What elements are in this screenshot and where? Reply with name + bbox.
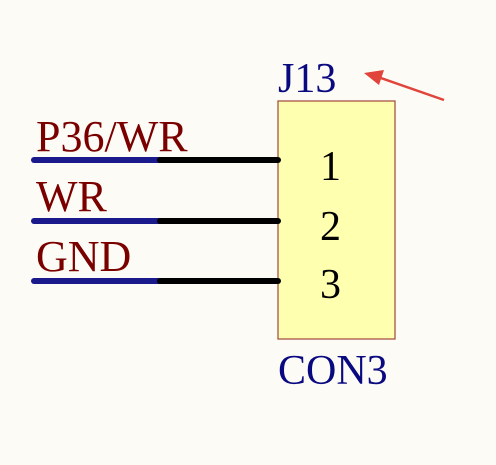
pin-number-2: 2 <box>320 204 341 250</box>
annotation-arrow <box>364 70 445 102</box>
net-label-1[interactable]: P36/WR <box>36 112 188 161</box>
connector-body[interactable] <box>277 100 396 340</box>
net-label-2[interactable]: WR <box>36 172 108 221</box>
pin-number-3: 3 <box>320 262 341 308</box>
pin-number-1: 1 <box>320 144 341 190</box>
designator-label[interactable]: J13 <box>278 56 336 102</box>
net-label-3[interactable]: GND <box>36 232 131 281</box>
component-value[interactable]: CON3 <box>278 348 388 394</box>
